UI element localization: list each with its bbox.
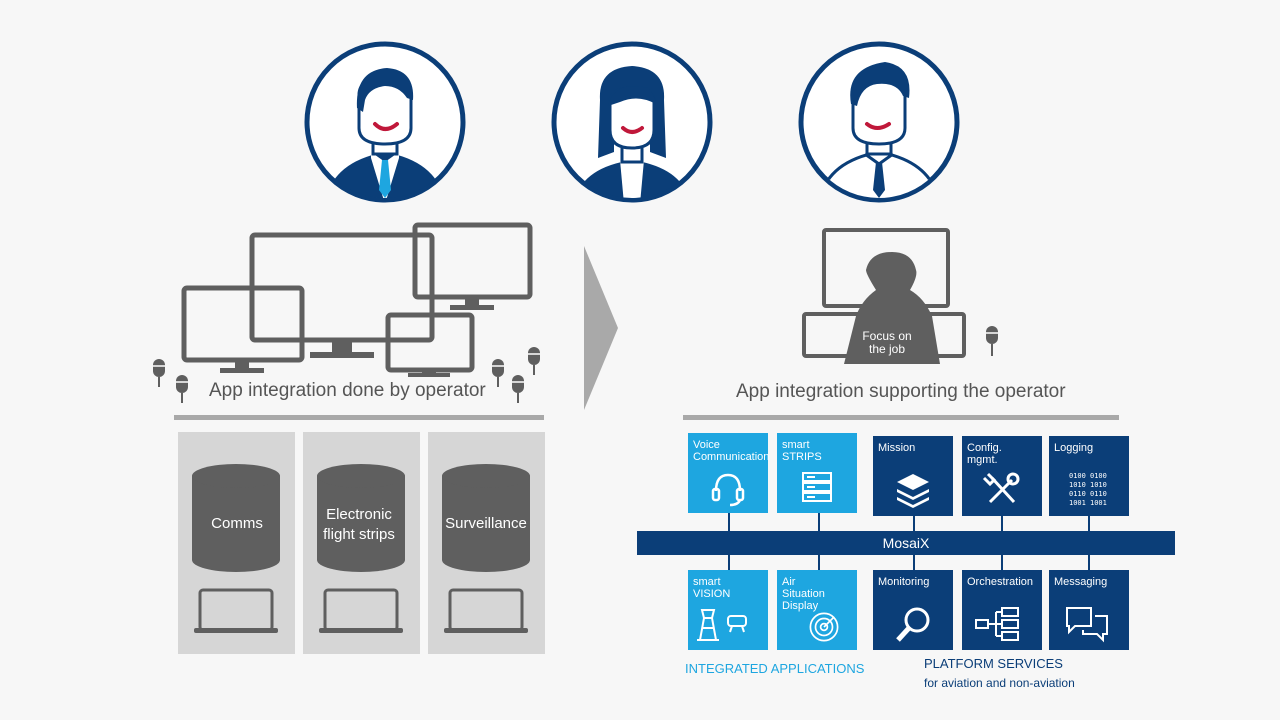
tile-label: Voice Communication <box>693 439 770 463</box>
tile-messaging: Messaging <box>1049 570 1129 650</box>
operator-avatar-3 <box>798 41 960 203</box>
tile-smart-vision: smart VISION <box>688 570 768 650</box>
connector <box>1001 513 1003 531</box>
svg-text:1001: 1001 <box>1090 499 1107 507</box>
connector <box>1088 513 1090 531</box>
tile-orchestration: Orchestration <box>962 570 1042 650</box>
tile-voice-communication: Voice Communication <box>688 433 770 513</box>
tile-label: Air Situation Display <box>782 576 825 612</box>
svg-text:1010: 1010 <box>1069 481 1086 489</box>
left-divider <box>174 415 544 420</box>
database-cylinders <box>192 464 530 633</box>
tile-label: Config. mgmt. <box>967 442 1002 466</box>
tower-icon <box>697 609 747 641</box>
tile-label: smart STRIPS <box>782 439 822 463</box>
focused-workstation-illustration <box>802 228 998 364</box>
tile-air-situation-display: Air Situation Display <box>777 570 857 650</box>
chat-icon <box>1066 607 1108 643</box>
connector <box>728 513 730 531</box>
transition-arrow-icon <box>584 246 618 410</box>
operator-avatar-1 <box>304 41 466 203</box>
tile-smart-strips: smart STRIPS <box>777 433 857 513</box>
tile-config-mgmt: Config. mgmt. <box>962 436 1042 516</box>
connector <box>818 513 820 531</box>
focus-label: Focus on the job <box>862 329 912 356</box>
connector <box>1001 555 1003 570</box>
connector <box>818 555 820 570</box>
operator-avatar-2 <box>551 41 713 203</box>
left-caption: App integration done by operator <box>209 380 486 401</box>
binary-icon: 0100 0100 1010 1010 0110 0110 1001 1001 <box>1069 472 1107 507</box>
database-label-surveillance: Surveillance <box>445 515 527 532</box>
tile-logging: Logging 0100 0100 1010 1010 0110 0110 1001 1… <box>1049 436 1129 516</box>
headset-icon <box>711 473 745 507</box>
integrated-applications-label: INTEGRATED APPLICATIONS <box>685 661 865 676</box>
tile-label: Orchestration <box>967 576 1034 588</box>
svg-text:0110: 0110 <box>1090 490 1107 498</box>
strips-icon <box>802 472 832 502</box>
connector <box>1088 555 1090 570</box>
tile-label: Mission <box>878 442 916 454</box>
layers-icon <box>897 474 929 508</box>
database-label-comms: Comms <box>211 515 263 532</box>
tools-icon <box>982 472 1020 504</box>
tile-label: smart VISION <box>693 576 731 600</box>
magnifier-icon <box>896 607 930 642</box>
connector <box>913 555 915 570</box>
right-caption: App integration supporting the operator <box>736 381 1066 402</box>
svg-text:0110: 0110 <box>1069 490 1086 498</box>
tile-mission: Mission <box>873 436 953 516</box>
radar-icon <box>809 612 839 642</box>
svg-text:0100: 0100 <box>1069 472 1086 480</box>
multiple-monitors-illustration <box>153 222 540 403</box>
tile-label: Monitoring <box>878 576 930 588</box>
database-label-strips: Electronic flight strips <box>323 506 395 543</box>
connector <box>913 513 915 531</box>
svg-text:0100: 0100 <box>1090 472 1107 480</box>
mosaix-bus: MosaiX <box>637 531 1175 555</box>
svg-text:1001: 1001 <box>1069 499 1086 507</box>
svg-text:1010: 1010 <box>1090 481 1107 489</box>
connector <box>728 555 730 570</box>
right-divider <box>683 415 1119 420</box>
platform-services-subtitle: for aviation and non-aviation <box>924 676 1075 690</box>
platform-services-label: PLATFORM SERVICES <box>924 656 1063 671</box>
tile-label: Logging <box>1054 442 1094 454</box>
tree-icon <box>975 607 1019 641</box>
tile-monitoring: Monitoring <box>873 570 953 650</box>
tile-label: Messaging <box>1054 576 1108 588</box>
